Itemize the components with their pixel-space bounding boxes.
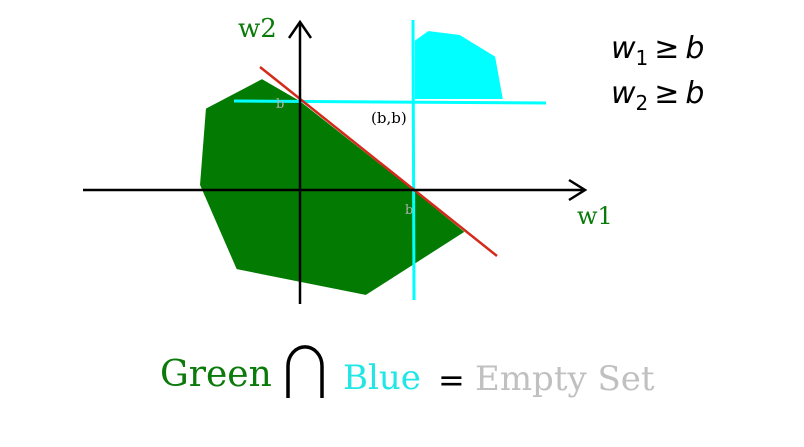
w1-axis-arrowhead [568,178,588,202]
constraint-w2-sub: 2 [636,91,649,115]
equation-empty-set: Empty Set [475,359,655,399]
equation-green: Green [160,354,272,395]
tick-label-b-on-w2: b [276,97,284,112]
constraint-w1-sub: 1 [636,46,649,70]
constraint-w2-ge-b: w2≥b [611,76,704,115]
cyan-line-w2-equals-b [233,99,547,105]
constraint-w1-var: w [611,31,636,66]
constraint-w1-ge-b: w1≥b [611,31,704,70]
intersection-symbol [286,345,324,398]
green-region [197,76,468,298]
equation-blue: Blue [343,358,421,398]
svg-text:w2≥b: w2≥b [611,76,704,115]
tick-label-b-on-w1: b [405,203,413,218]
constraint-w1-op: ≥ [654,31,679,66]
constraint-w2-op: ≥ [654,76,679,111]
w1-axis-label: w1 [577,202,613,230]
point-label-b-b: (b,b) [371,109,407,127]
equation-equals: = [438,361,465,399]
constraint-w2-var: w [611,76,636,111]
constraint-w1-rhs: b [685,31,704,66]
blue-region [413,28,506,101]
constraint-w2-rhs: b [685,76,704,111]
w2-axis-label: w2 [238,14,277,44]
cyan-line-w1-equals-b [411,19,416,301]
w2-axis-arrowhead [287,19,313,39]
svg-text:w1≥b: w1≥b [611,31,704,70]
